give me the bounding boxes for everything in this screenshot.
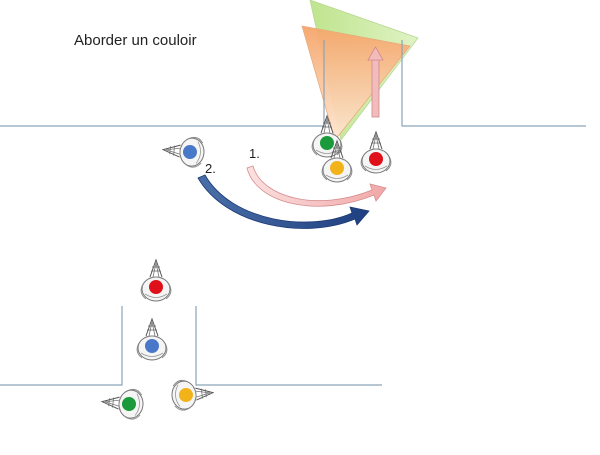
person-yellow-bottom (170, 377, 215, 412)
person-red-bottom (140, 259, 172, 302)
diagram-title: Aborder un couloir (74, 32, 197, 49)
person-green-top (311, 115, 343, 158)
person-red-top (360, 131, 392, 174)
person-green-bottom (100, 386, 145, 421)
person-blue-top (161, 134, 206, 169)
person-blue-bottom (136, 318, 168, 361)
person-yellow-top (321, 140, 353, 183)
step-label-2: 2. (205, 161, 216, 176)
orange-vision-cone-icon (301, 25, 411, 141)
movement-arrow-2-icon (197, 174, 370, 229)
movement-arrow-1-icon (246, 165, 387, 207)
corridor-walls (0, 40, 586, 386)
forward-arrow-icon (367, 46, 384, 118)
step-label-1: 1. (249, 146, 260, 161)
